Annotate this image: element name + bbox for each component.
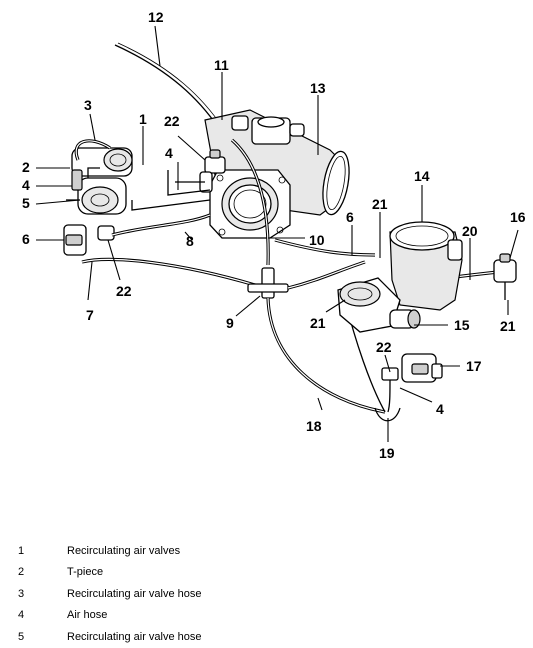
callout-11: 11 [214,57,229,73]
small-valve-upper [199,149,226,193]
callout-18: 18 [306,418,322,434]
legend-number: 1 [18,544,25,557]
legend-description: Air hose [67,609,108,622]
leader-lines [35,25,519,442]
legend-row: 1 Recirculating air valves [18,540,518,562]
legend-row: 3 Recirculating air valve hose [18,583,518,605]
hose-1-line [131,199,211,211]
intake-elbow-14 [389,221,463,311]
callout-12: 12 [148,9,164,25]
callout-numbers: 12 11 13 3 1 22 2 4 5 4 6 8 10 14 21 6 2… [22,9,526,461]
legend-number: 3 [18,587,25,600]
callout-22-upper: 22 [164,113,180,129]
callout-4-lower: 4 [436,401,444,417]
callout-1: 1 [139,111,147,127]
legend-description: Recirculating air valve hose [67,630,202,643]
callout-21-upper: 21 [372,196,388,212]
legend-row: 2 T-piece [18,562,518,584]
callout-16: 16 [510,209,526,225]
callout-7: 7 [86,307,94,323]
legend-description: Recirculating air valve hose [67,587,202,600]
throttle-body [209,169,291,239]
recirculating-air-valves-left [63,139,133,256]
callout-21-middle: 21 [310,315,326,331]
connector-16 [493,253,517,300]
valve-17 [381,353,443,413]
callout-8: 8 [186,233,194,249]
callout-4-left: 4 [22,177,30,193]
legend-number: 2 [18,566,25,579]
callout-21-right: 21 [500,318,516,334]
hose-4-line [167,170,211,196]
legend-row: 5 Recirculating air valve hose [18,626,518,648]
callout-6-left: 6 [22,231,30,247]
callout-9: 9 [226,315,234,331]
callout-6-right: 6 [346,209,354,225]
callout-15: 15 [454,317,470,333]
legend-number: 5 [18,630,25,643]
callout-22-left: 22 [116,283,132,299]
callout-20: 20 [462,223,478,239]
valve-15 [337,277,421,333]
legend-description: Recirculating air valves [67,544,181,557]
callout-13: 13 [310,80,326,96]
t-piece-9 [247,267,289,299]
hose-routing-diagram: 12 11 13 3 1 22 2 4 5 4 6 8 10 14 21 6 2… [22,9,526,461]
callout-19: 19 [379,445,395,461]
callout-10: 10 [309,232,325,248]
callout-4-middle: 4 [165,145,173,161]
legend-number: 4 [18,609,25,622]
callout-5: 5 [22,195,30,211]
legend-row: 4 Air hose [18,605,518,627]
parts-legend: 1 Recirculating air valves 2 T-piece 3 R… [18,540,518,648]
callout-3: 3 [84,97,92,113]
callout-22-lower: 22 [376,339,392,355]
legend-description: T-piece [67,566,104,579]
callout-14: 14 [414,168,430,184]
callout-2: 2 [22,159,30,175]
hose-8-lower [81,257,266,290]
callout-17: 17 [466,358,482,374]
